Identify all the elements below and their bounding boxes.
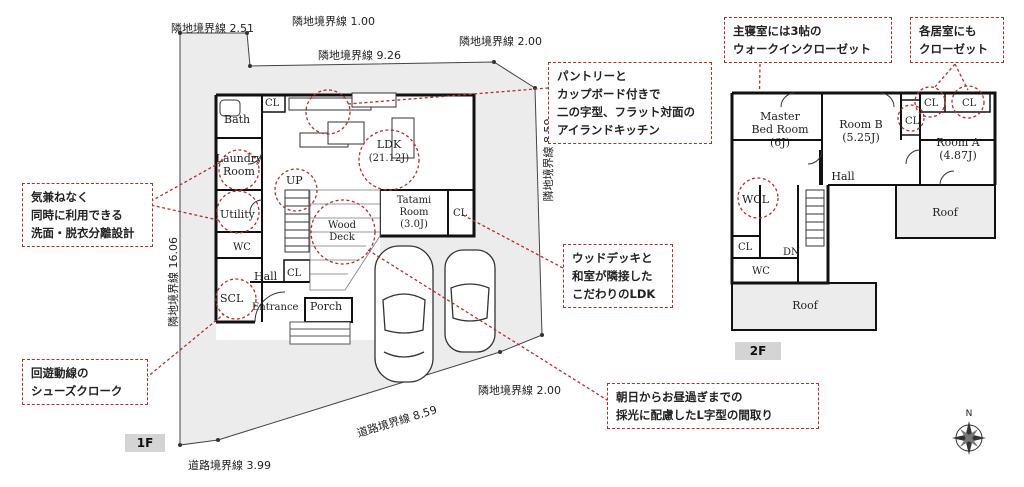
note-laundry-line: 気兼ねなく (31, 190, 89, 204)
stair-up-label: UP (286, 174, 303, 187)
note-closet: 各居室にも クローゼット (910, 17, 1004, 63)
note-pantry-line: 二の字型、フラット対面の (557, 105, 695, 119)
note-laundry: 気兼ねなく 同時に利用できる 洗面・脱衣分離設計 (22, 183, 153, 247)
note-light-line: 朝日からお昼過ぎまでの (616, 390, 743, 404)
building-1f (214, 92, 476, 345)
note-walkin-line: ウォークインクローゼット (733, 42, 871, 56)
room-cl-2f-a: CL (924, 98, 939, 109)
room-ldk-size: (21.12J) (369, 153, 410, 164)
room-hall-1f: Hall (254, 270, 278, 283)
room-tatami-2: Room (399, 207, 429, 218)
note-laundry-line: 同時に利用できる (31, 208, 123, 222)
car-large (374, 245, 434, 383)
roof-2f-a: Roof (932, 206, 959, 219)
car-small (444, 249, 496, 353)
boundary-label-3: 隣地境界線 9.26 (318, 48, 401, 62)
room-porch: Porch (310, 300, 342, 313)
note-closet-line: 各居室にも (919, 24, 977, 38)
note-deck-line: 和室が隣接した (572, 269, 653, 283)
boundary-label-4: 隣地境界線 2.00 (459, 34, 542, 48)
note-shoes: 回遊動線の シューズクローク (22, 359, 148, 405)
note-laundry-line: 洗面・脱衣分離設計 (31, 226, 135, 240)
note-closet-line: クローゼット (919, 42, 988, 56)
room-scl: SCL (220, 292, 244, 305)
room-wc-1f: WC (233, 242, 251, 253)
note-pantry-line: アイランドキッチン (557, 123, 660, 137)
note-shoes-line: シューズクローク (31, 384, 123, 398)
note-deck-line: こだわりのLDK (572, 287, 656, 301)
room-a-size: (4.87J) (939, 149, 977, 162)
wood-deck-1: Wood (328, 220, 357, 231)
compass-icon: N (952, 409, 986, 455)
wood-deck-2: Deck (329, 232, 356, 243)
wood-deck-1f (309, 189, 381, 291)
room-cl-2f-d: CL (738, 242, 753, 253)
room-cl-1f-c: CL (453, 208, 468, 219)
boundary-label-6: 隣地境界線 16.06 (166, 237, 180, 327)
note-walkin-line: 主寝室には3帖の (733, 24, 822, 38)
room-master-size: (6J) (770, 136, 790, 149)
room-hall-2f: Hall (831, 170, 855, 183)
room-wcl: WCL (742, 193, 770, 206)
room-bath: Bath (224, 113, 250, 126)
room-b-size: (5.25J) (842, 131, 880, 144)
boundary-label-8: 道路境界線 8.59 (355, 402, 438, 440)
building-2f (730, 91, 997, 331)
stair-dn-label: DN (783, 247, 800, 258)
boundary-label-7: 隣地境界線 2.00 (478, 383, 561, 397)
room-master-2: Bed Room (751, 123, 809, 136)
floor-tag-2f: 2F (735, 342, 781, 360)
room-b: Room B (839, 118, 883, 131)
room-laundry-2: Room (223, 165, 256, 178)
boundary-label-9: 道路境界線 3.99 (188, 458, 271, 472)
room-utility: Utility (220, 208, 256, 221)
compass-north: N (966, 409, 973, 419)
note-walkin: 主寝室には3帖の ウォークインクローゼット (724, 17, 892, 63)
highlight-circles-1f (215, 89, 420, 320)
room-master-1: Master (760, 110, 800, 123)
room-ldk: LDK (377, 138, 402, 151)
note-light: 朝日からお昼過ぎまでの 採光に配慮したL字型の間取り (607, 383, 819, 429)
note-pantry-line: パントリーと (557, 69, 627, 83)
note-shoes-line: 回遊動線の (31, 366, 89, 380)
boundary-label-1: 隣地境界線 2.51 (171, 21, 254, 35)
room-tatami-1: Tatami (397, 195, 432, 206)
room-tatami-size: (3.0J) (400, 219, 428, 230)
boundary-label-2: 隣地境界線 1.00 (292, 14, 375, 28)
note-deck-line: ウッドデッキと (572, 251, 653, 265)
room-cl-1f-b: CL (287, 268, 302, 279)
room-cl-2f-b: CL (962, 98, 977, 109)
note-pantry-line: カップボード付きで (557, 87, 661, 101)
room-a: Room A (936, 136, 980, 149)
note-pantry: パントリーと カップボード付きで 二の字型、フラット対面の アイランドキッチン (548, 62, 712, 144)
room-wc-2f: WC (752, 266, 770, 277)
note-light-line: 採光に配慮したL字型の間取り (616, 408, 773, 422)
room-entrance: Entrance (252, 302, 299, 313)
room-laundry-1: Laundry (216, 152, 263, 165)
roof-2f-b: Roof (792, 299, 819, 312)
highlight-circles-2f (737, 85, 985, 219)
room-cl-1f-a: CL (265, 98, 280, 109)
survey-markers (178, 31, 544, 447)
floor-tag-1f: 1F (125, 434, 165, 452)
room-cl-2f-c: CL (905, 116, 920, 127)
note-deck: ウッドデッキと 和室が隣接した こだわりのLDK (563, 244, 673, 308)
